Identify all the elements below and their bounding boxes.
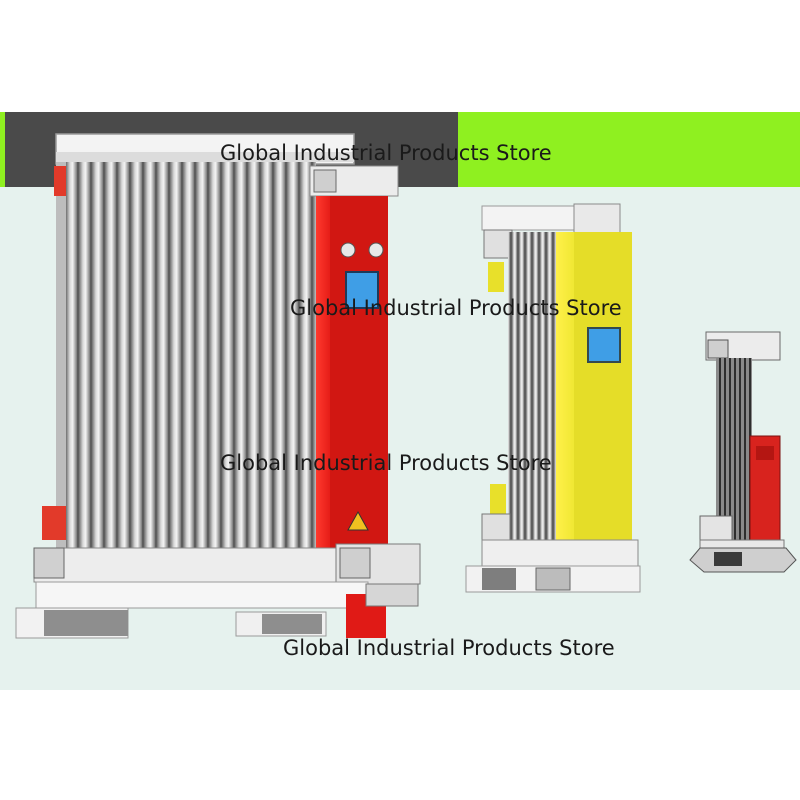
large-dryer-screen bbox=[345, 271, 379, 309]
green-edge-strip bbox=[0, 112, 5, 187]
watermark-text: Global Industrial Products Store bbox=[220, 141, 552, 165]
watermark-text: Global Industrial Products Store bbox=[283, 636, 615, 660]
large-dryer-column-bank bbox=[64, 162, 316, 580]
watermark-text: Global Industrial Products Store bbox=[290, 296, 622, 320]
watermark-text: Global Industrial Products Store bbox=[220, 451, 552, 475]
medium-dryer-column-bank bbox=[508, 232, 560, 544]
small-dryer bbox=[689, 331, 797, 573]
top-green-band bbox=[458, 112, 800, 187]
large-dryer bbox=[15, 133, 421, 639]
medium-dryer-screen bbox=[587, 327, 621, 363]
medium-dryer bbox=[465, 203, 641, 593]
